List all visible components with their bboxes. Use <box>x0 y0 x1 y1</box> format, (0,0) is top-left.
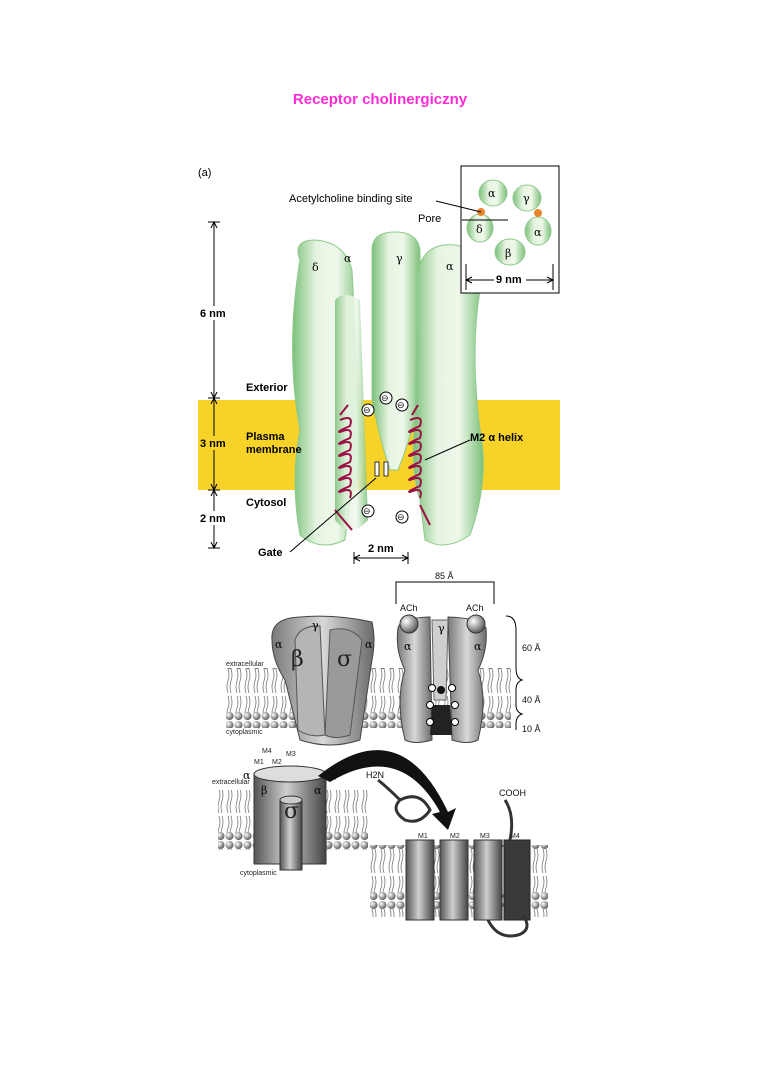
helix-m2: M2 <box>450 833 460 840</box>
right-gamma: γ <box>438 622 445 635</box>
c-terminus: COOH <box>499 788 526 798</box>
region-plasma: Plasma <box>246 431 285 443</box>
curved-arrow <box>318 750 456 830</box>
c-alpha-1: α <box>243 769 251 782</box>
helix-top-m3: M3 <box>286 751 296 758</box>
height-brackets <box>505 615 524 730</box>
left-alpha-1: α <box>275 638 283 651</box>
panel-a-label: (a) <box>198 167 211 179</box>
label-cytoplasmic-b: cytoplasmic <box>226 729 263 736</box>
width-85a: 85 Å <box>435 571 454 581</box>
top-view-inset <box>435 165 560 294</box>
label-cytoplasmic-c: cytoplasmic <box>240 870 277 877</box>
gate-leader-line <box>289 477 377 553</box>
m2-helix-label: M2 α helix <box>470 432 524 444</box>
ach-label-2: ACh <box>466 603 484 613</box>
dim-10a: 10 Å <box>522 724 541 734</box>
helix-top-m1: M1 <box>254 759 264 766</box>
dim-3nm-bg <box>199 436 233 450</box>
page-title: Receptor cholinergiczny <box>292 91 468 108</box>
helix-m1: M1 <box>418 833 428 840</box>
charge-symbol: ⊖ <box>363 405 371 415</box>
inset-delta: δ <box>476 223 483 236</box>
gate-bar-left <box>374 461 380 477</box>
helix-m4: M4 <box>510 833 520 840</box>
receptor-3d-left <box>271 615 375 746</box>
width-bracket <box>395 581 495 604</box>
right-alpha-2: α <box>474 640 482 653</box>
label-extracellular-b: extracellular <box>226 661 264 668</box>
pore-width-label: 2 nm <box>368 543 394 555</box>
helix-m3: M3 <box>480 833 490 840</box>
gate-bar-right <box>383 461 389 477</box>
dim-60a: 60 Å <box>522 643 541 653</box>
left-alpha-2: α <box>365 638 373 651</box>
charge-symbol: ⊖ <box>363 506 371 516</box>
charge-symbol: ⊖ <box>381 393 389 403</box>
dim-3nm: 3 nm <box>200 438 226 450</box>
c-beta: β <box>261 784 267 797</box>
right-alpha-1: α <box>404 640 412 653</box>
n-terminus: H2N <box>366 770 384 780</box>
pore-label: Pore <box>418 213 441 225</box>
helix-top-m2: M2 <box>272 759 282 766</box>
left-beta: β <box>291 647 304 672</box>
ach-label-1: ACh <box>400 603 418 613</box>
inset-beta: β <box>505 247 511 260</box>
label-extracellular-c: extracellular <box>212 779 250 786</box>
c-sigma: σ <box>284 799 299 824</box>
charge-symbol: ⊖ <box>397 512 405 522</box>
binding-site-dot <box>534 209 542 217</box>
dim-2nm-bg <box>199 511 233 525</box>
right-charges <box>426 684 459 726</box>
inset-width-label: 9 nm <box>496 274 522 286</box>
negative-charges: ⊖ ⊖ ⊖ ⊖ ⊖ <box>361 391 409 524</box>
helix-top-m4: M4 <box>262 748 272 755</box>
subunit-label-alpha-2: α <box>446 260 454 273</box>
inset-alpha-1: α <box>488 187 496 200</box>
inset-gamma: γ <box>523 192 530 205</box>
dim-6nm: 6 nm <box>200 308 226 320</box>
pore-width-arrow <box>352 552 410 564</box>
inset-alpha-2: α <box>534 226 542 239</box>
region-cytosol: Cytosol <box>246 497 286 509</box>
helix-bundle-right <box>377 778 531 938</box>
c-alpha-2: α <box>314 784 322 797</box>
subunit-label-alpha-1: α <box>344 252 352 265</box>
dim-6nm-bg <box>199 306 233 320</box>
receptor-cross-section-right <box>396 614 487 743</box>
receptor-body-green <box>292 231 484 546</box>
dim-40a: 40 Å <box>522 695 541 705</box>
dim-2nm: 2 nm <box>200 513 226 525</box>
receptor-cylinders-left <box>253 765 327 871</box>
left-sigma: σ <box>337 647 352 672</box>
gate-label: Gate <box>258 547 282 559</box>
m2-helix-coils <box>334 404 431 531</box>
binding-site-label: Acetylcholine binding site <box>289 193 413 205</box>
helix-leader-line <box>424 439 471 461</box>
subunit-label-gamma: γ <box>396 252 403 265</box>
region-exterior: Exterior <box>246 382 288 394</box>
subunit-label-delta: δ <box>312 261 319 274</box>
region-membrane: membrane <box>246 444 302 456</box>
left-gamma: γ <box>312 619 319 632</box>
dimension-arrows <box>208 220 220 550</box>
charge-symbol: ⊖ <box>397 400 405 410</box>
